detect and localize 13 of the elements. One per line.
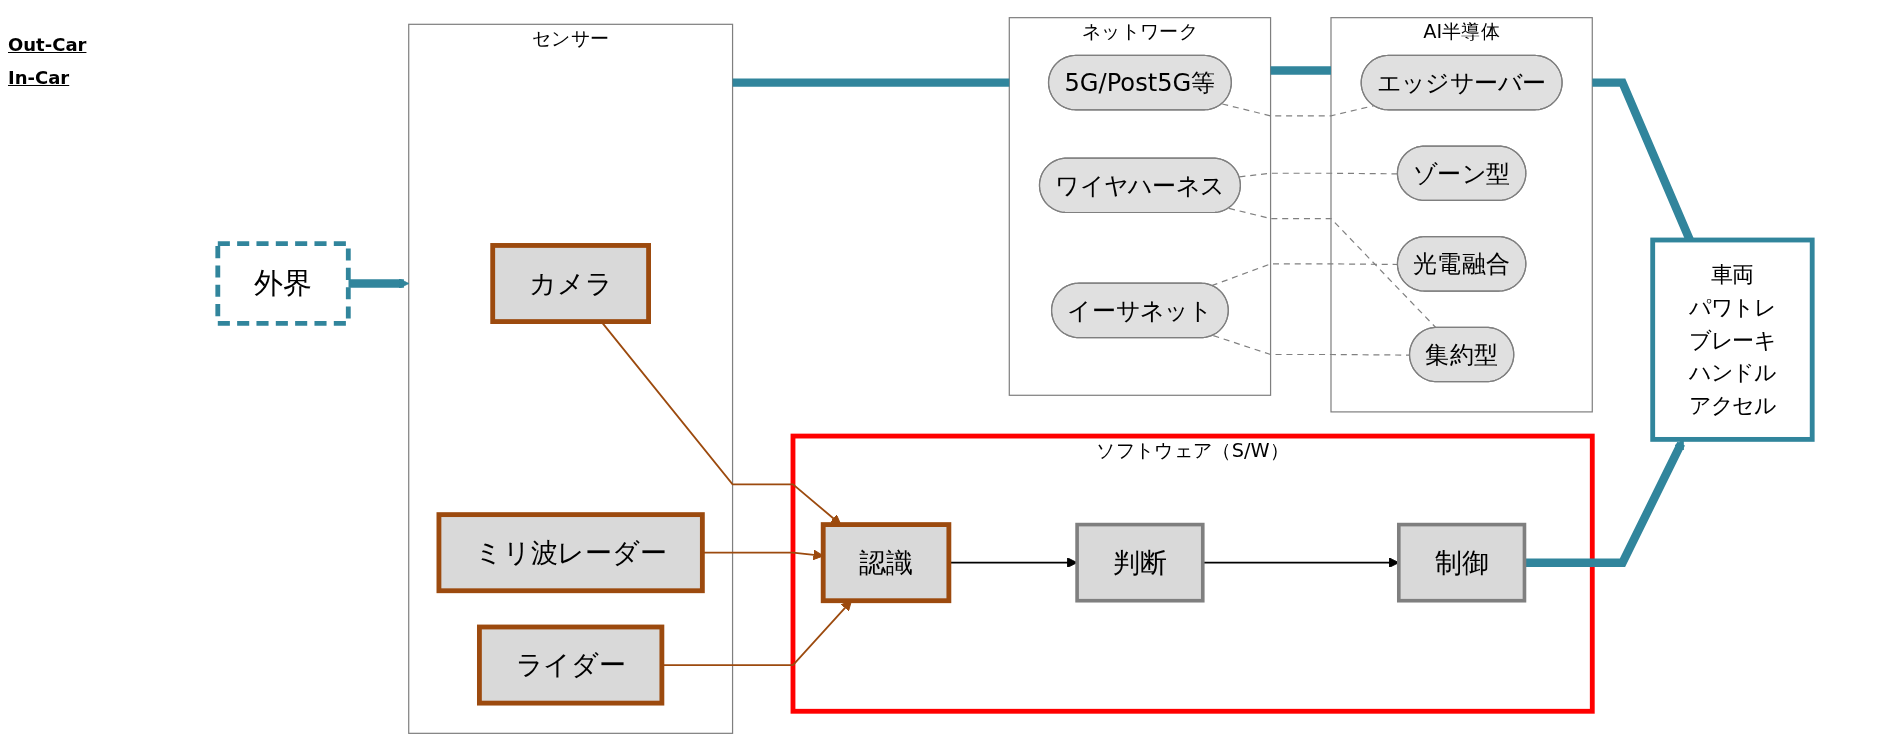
- connector: [732, 78, 1010, 87]
- node-box: ライダー: [477, 624, 665, 706]
- node-box: 車両 パワトレ ブレーキ ハンドル アクセル: [1650, 237, 1815, 442]
- node-box: 外界: [215, 241, 351, 326]
- node-box: ミリ波レーダー: [436, 512, 705, 594]
- node-box: カメラ: [490, 243, 651, 324]
- node-box: 判断: [1075, 522, 1205, 603]
- connector: [1228, 207, 1437, 329]
- node-box: 認識: [820, 522, 952, 604]
- node-box: 制御: [1397, 522, 1527, 603]
- connector: [1270, 66, 1331, 75]
- section-label: Out-Car: [8, 34, 87, 55]
- section-label: In-Car: [8, 67, 70, 88]
